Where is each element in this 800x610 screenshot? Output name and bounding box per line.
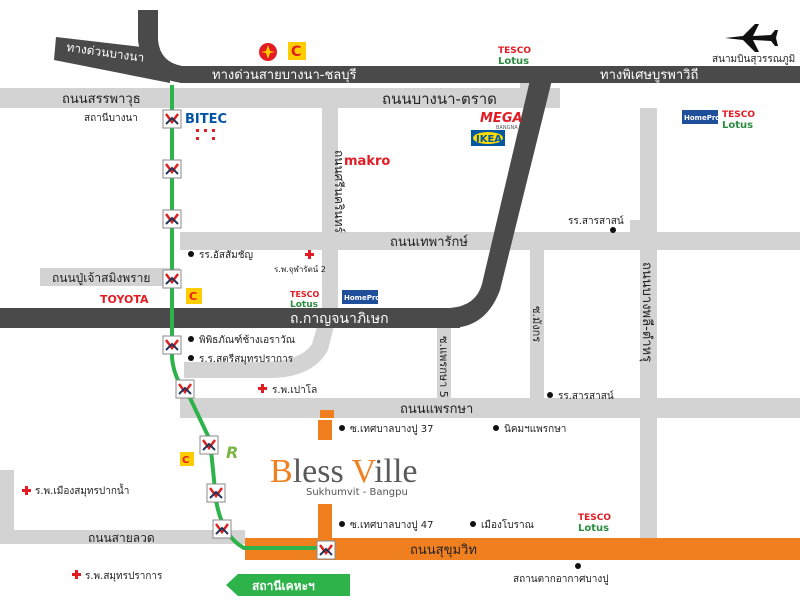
label-srinakarin: ถนนศรีนครินทร์ [332, 150, 346, 234]
svg-text:IKEA: IKEA [476, 134, 502, 145]
bigc-logo-2: C [186, 288, 202, 304]
r-logo: R [226, 443, 238, 462]
bless-ville-title: Bless Ville Sukhumvit - Bangpu [270, 453, 418, 498]
label-phraeksa: ถนนแพรกษา [400, 402, 473, 417]
label-bangna-station: สถานีบางนา [84, 112, 138, 124]
label-motorway-chonburi: ทางด่วนสายบางนา-ชลบุรี [212, 67, 357, 83]
homepro-logo-mid: HomePro [342, 290, 380, 304]
label-mueang-pakn: ร.พ.เมืองสมุทรปากน้ำ [35, 483, 129, 497]
svg-text:Lotus: Lotus [290, 300, 318, 310]
svg-text:Lotus: Lotus [578, 523, 609, 534]
bts-stations [162, 109, 336, 560]
road-phraeksa-5 [437, 320, 451, 406]
road-kanchana [0, 308, 460, 328]
svg-text:HomePro: HomePro [684, 114, 720, 122]
svg-text:C: C [189, 290, 197, 303]
label-sanphawut: ถนนสรรพาวุธ [62, 92, 141, 107]
label-kheha: สถานีเคหะฯ [252, 579, 315, 593]
svg-text:MEGA: MEGA [480, 111, 523, 126]
svg-text:Lotus: Lotus [722, 120, 753, 131]
label-paolo: ร.พ.เปาโล [272, 383, 317, 396]
toyota-logo: TOYOTA [100, 293, 149, 306]
road-sukhumvit [245, 538, 800, 560]
road-erawan-connector [184, 310, 338, 379]
label-sai-luat: ถนนสายลวด [88, 531, 155, 545]
svg-text:TESCO: TESCO [498, 46, 531, 56]
bts-station-kheha [316, 540, 336, 560]
label-special-road: ทางพิเศษบูรพาวิถี [600, 67, 698, 83]
tesco-lotus-logo-right: TESCO Lotus [722, 110, 755, 131]
hospital-icon-samut [72, 570, 81, 579]
label-kanchana: ถ.กาญจนาภิเษก [290, 311, 389, 327]
label-police: สถานตากอากาศบางปู [513, 574, 609, 585]
road-thepharak [180, 232, 800, 250]
bitec-icon [196, 129, 215, 140]
label-airport: สนามบินสุวรรณภูมิ [712, 54, 795, 65]
road-motorway-bangna-diag [54, 37, 170, 83]
label-bitec: BITEC [185, 112, 227, 127]
label-chularat2: ร.พ.จุฬารัตน์ 2 [274, 264, 326, 274]
road-srinakarin-vertical [322, 100, 338, 310]
central-logo [259, 43, 277, 61]
makro-logo: makro [344, 154, 390, 169]
bts-station-bangna [162, 109, 182, 129]
road-soi-mangkon [530, 250, 544, 400]
label-erawan: พิพิธภัณฑ์ช้างเอราวัณ [199, 334, 295, 346]
road-motorway-chonburi [180, 66, 800, 83]
label-nikhom: นิคมฯแพรกษา [504, 424, 566, 435]
hospital-icon [305, 250, 314, 259]
kheha-station-arrow: สถานีเคหะฯ [226, 574, 350, 596]
svg-text:BANGNA: BANGNA [496, 125, 518, 131]
svg-text:HomePro: HomePro [344, 294, 380, 302]
tesco-lotus-logo-bottom: TESCO Lotus [578, 513, 611, 534]
label-soi47: ซ.เทศบาลบางปู 47 [350, 520, 434, 531]
road-bangphli-tamru [640, 108, 657, 538]
label-bangna-trat: ถนนบางนา-ตราด [382, 90, 497, 108]
airplane-icon [725, 24, 778, 52]
label-sarasas-1: รร.สารสาสน์ [568, 215, 624, 227]
poi-dot [610, 227, 616, 233]
label-soi-mangkon: ซ.มังกร [530, 306, 543, 342]
label-sarasas-2: รร.สารสาสน์ [558, 390, 614, 402]
mega-logo: MEGA BANGNA [480, 111, 523, 131]
subtitle: Sukhumvit - Bangpu [306, 487, 408, 498]
label-samut-hosp: ร.พ.สมุทรปราการ [85, 571, 163, 582]
road-sanphawut [0, 88, 560, 108]
expressways [0, 10, 800, 328]
svg-text:TESCO: TESCO [722, 110, 755, 120]
tesco-lotus-logo-top: TESCO Lotus [498, 46, 531, 67]
hospital-icon-paolo [258, 384, 267, 393]
svg-text:Lotus: Lotus [498, 56, 529, 67]
road-pu-chao [40, 268, 180, 286]
tesco-lotus-logo-mid: TESCO Lotus [290, 290, 320, 310]
svg-text:C: C [182, 455, 189, 466]
label-soi37: ซ.เทศบาลบางปู 37 [350, 424, 434, 435]
svg-text:C: C [291, 44, 301, 60]
label-phraeksa-5: ซ.แพรกษา 5 [437, 336, 450, 398]
bigc-logo: C [288, 42, 306, 60]
svg-text:TESCO: TESCO [290, 290, 320, 299]
label-pu-chao: ถนนปู่เจ้าสมิงพราย [52, 271, 150, 286]
label-thepharak: ถนนเทพารักษ์ [390, 234, 468, 250]
label-mueang-boran: เมืองโบราณ [481, 518, 534, 531]
bts-line [170, 85, 330, 550]
label-sukhumvit: ถนนสุขุมวิท [410, 543, 477, 558]
road-sai-luat [0, 530, 245, 544]
minor-roads [0, 72, 800, 544]
hospital-icon-mueang [22, 486, 31, 495]
ikea-logo: IKEA [471, 130, 505, 146]
bigc-logo-3: C [180, 452, 194, 466]
road-phraeksa [180, 398, 800, 418]
svg-text:TESCO: TESCO [578, 513, 611, 523]
road-kanchana-diag [440, 80, 552, 328]
label-bangphli-tamru: ถนนบางพลี-ตำหรุ [639, 262, 655, 362]
label-assumption: รร.อัสสัมชัญ [199, 250, 253, 261]
svg-text:Bless Ville: Bless Ville [270, 453, 418, 490]
homepro-logo-right: HomePro [682, 110, 720, 124]
label-satri: ร.ร.สตรีสมุทรปราการ [199, 353, 294, 365]
